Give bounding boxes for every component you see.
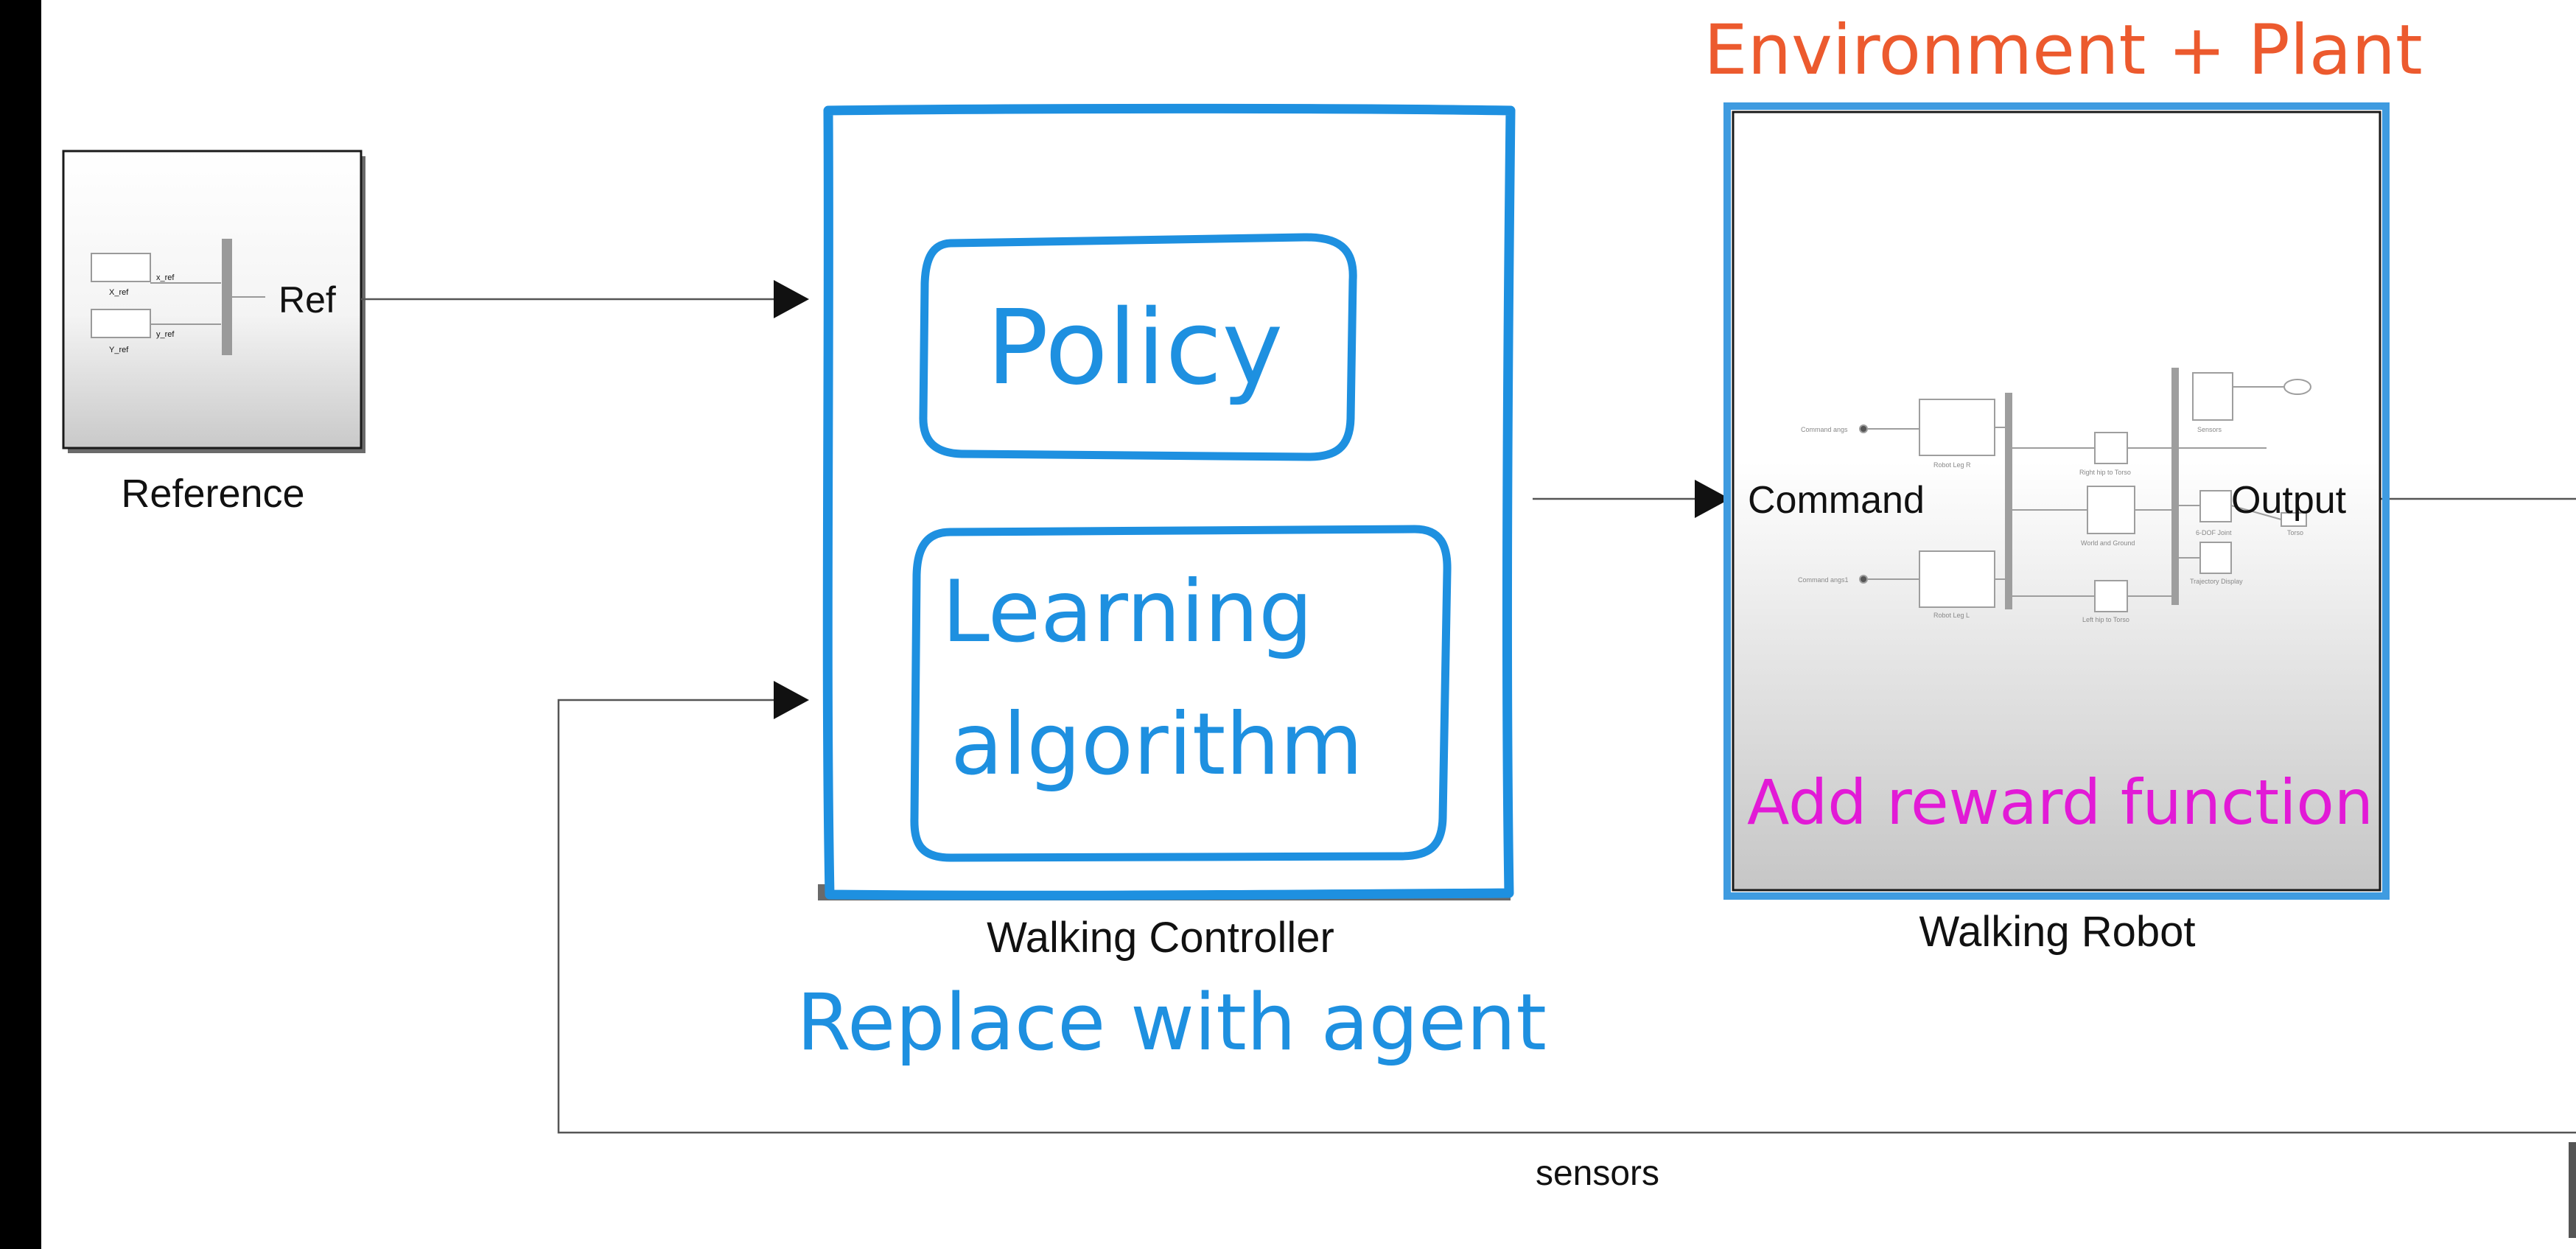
inner-cmd-l-label: Command angs1 [1798,576,1849,584]
walking-robot-label: Walking Robot [1919,908,2195,956]
inner-torso-label: Torso [2287,529,2303,536]
ref-arrowhead [774,280,809,318]
inner-hip-r-label: Right hip to Torso [2079,469,2131,476]
command-input-port-label: Command [1748,479,1925,522]
inner-leg-r-label: Robot Leg R [1933,461,1971,469]
sensors-feedback-wire [557,699,2576,1134]
inner-cmd-r-label: Command angs [1801,426,1848,433]
inner-sensors-label: Sensors [2197,426,2222,433]
y-ref-const-label: Y_ref [109,346,129,354]
inner-sixdof-label: 6-DOF Joint [2196,529,2232,536]
command-arrowhead [1695,480,1730,518]
inner-leg-l-label: Robot Leg L [1933,612,1970,619]
y-ref-signal-label: y_ref [156,330,175,339]
x-ref-signal-label: x_ref [156,273,175,282]
inner-world-label: World and Ground [2081,539,2135,547]
reference-inner-subsystem [91,239,265,355]
learning-text: Learning [942,562,1313,662]
signal-lines [361,298,2576,1134]
walking-controller-label: Walking Controller [987,914,1334,962]
corner-shadow [2569,1142,2576,1238]
environment-plant-annotation: Environment + Plant [1704,10,2423,91]
policy-text: Policy [987,288,1284,408]
replace-with-agent-annotation: Replace with agent [797,977,1547,1068]
sensors-arrowhead [774,681,809,719]
inner-hip-l-label: Left hip to Torso [2082,616,2129,623]
inner-traj-label: Trajectory Display [2190,578,2243,585]
wire-arrowheads [774,280,1730,719]
walking-controller-block[interactable]: Policy Learning algorithm [818,103,1516,900]
x-ref-const-label: X_ref [109,288,129,297]
robot-inner-model [1859,368,2311,612]
reference-block[interactable]: X_ref Y_ref x_ref y_ref Ref [62,150,365,453]
sensors-signal-label: sensors [1536,1154,1659,1193]
algorithm-text: algorithm [951,695,1363,794]
walking-robot-block[interactable]: Command angs Command angs1 Robot Leg R R… [1723,102,2390,900]
learning-algorithm-box [910,525,1452,862]
reference-block-label: Reference [121,472,304,516]
output-port-label: Output [2231,479,2347,522]
policy-box [919,233,1357,461]
ref-output-port-label: Ref [279,279,336,321]
add-reward-function-annotation: Add reward function [1747,766,2373,839]
controller-handdrawn-frame [822,103,1516,900]
